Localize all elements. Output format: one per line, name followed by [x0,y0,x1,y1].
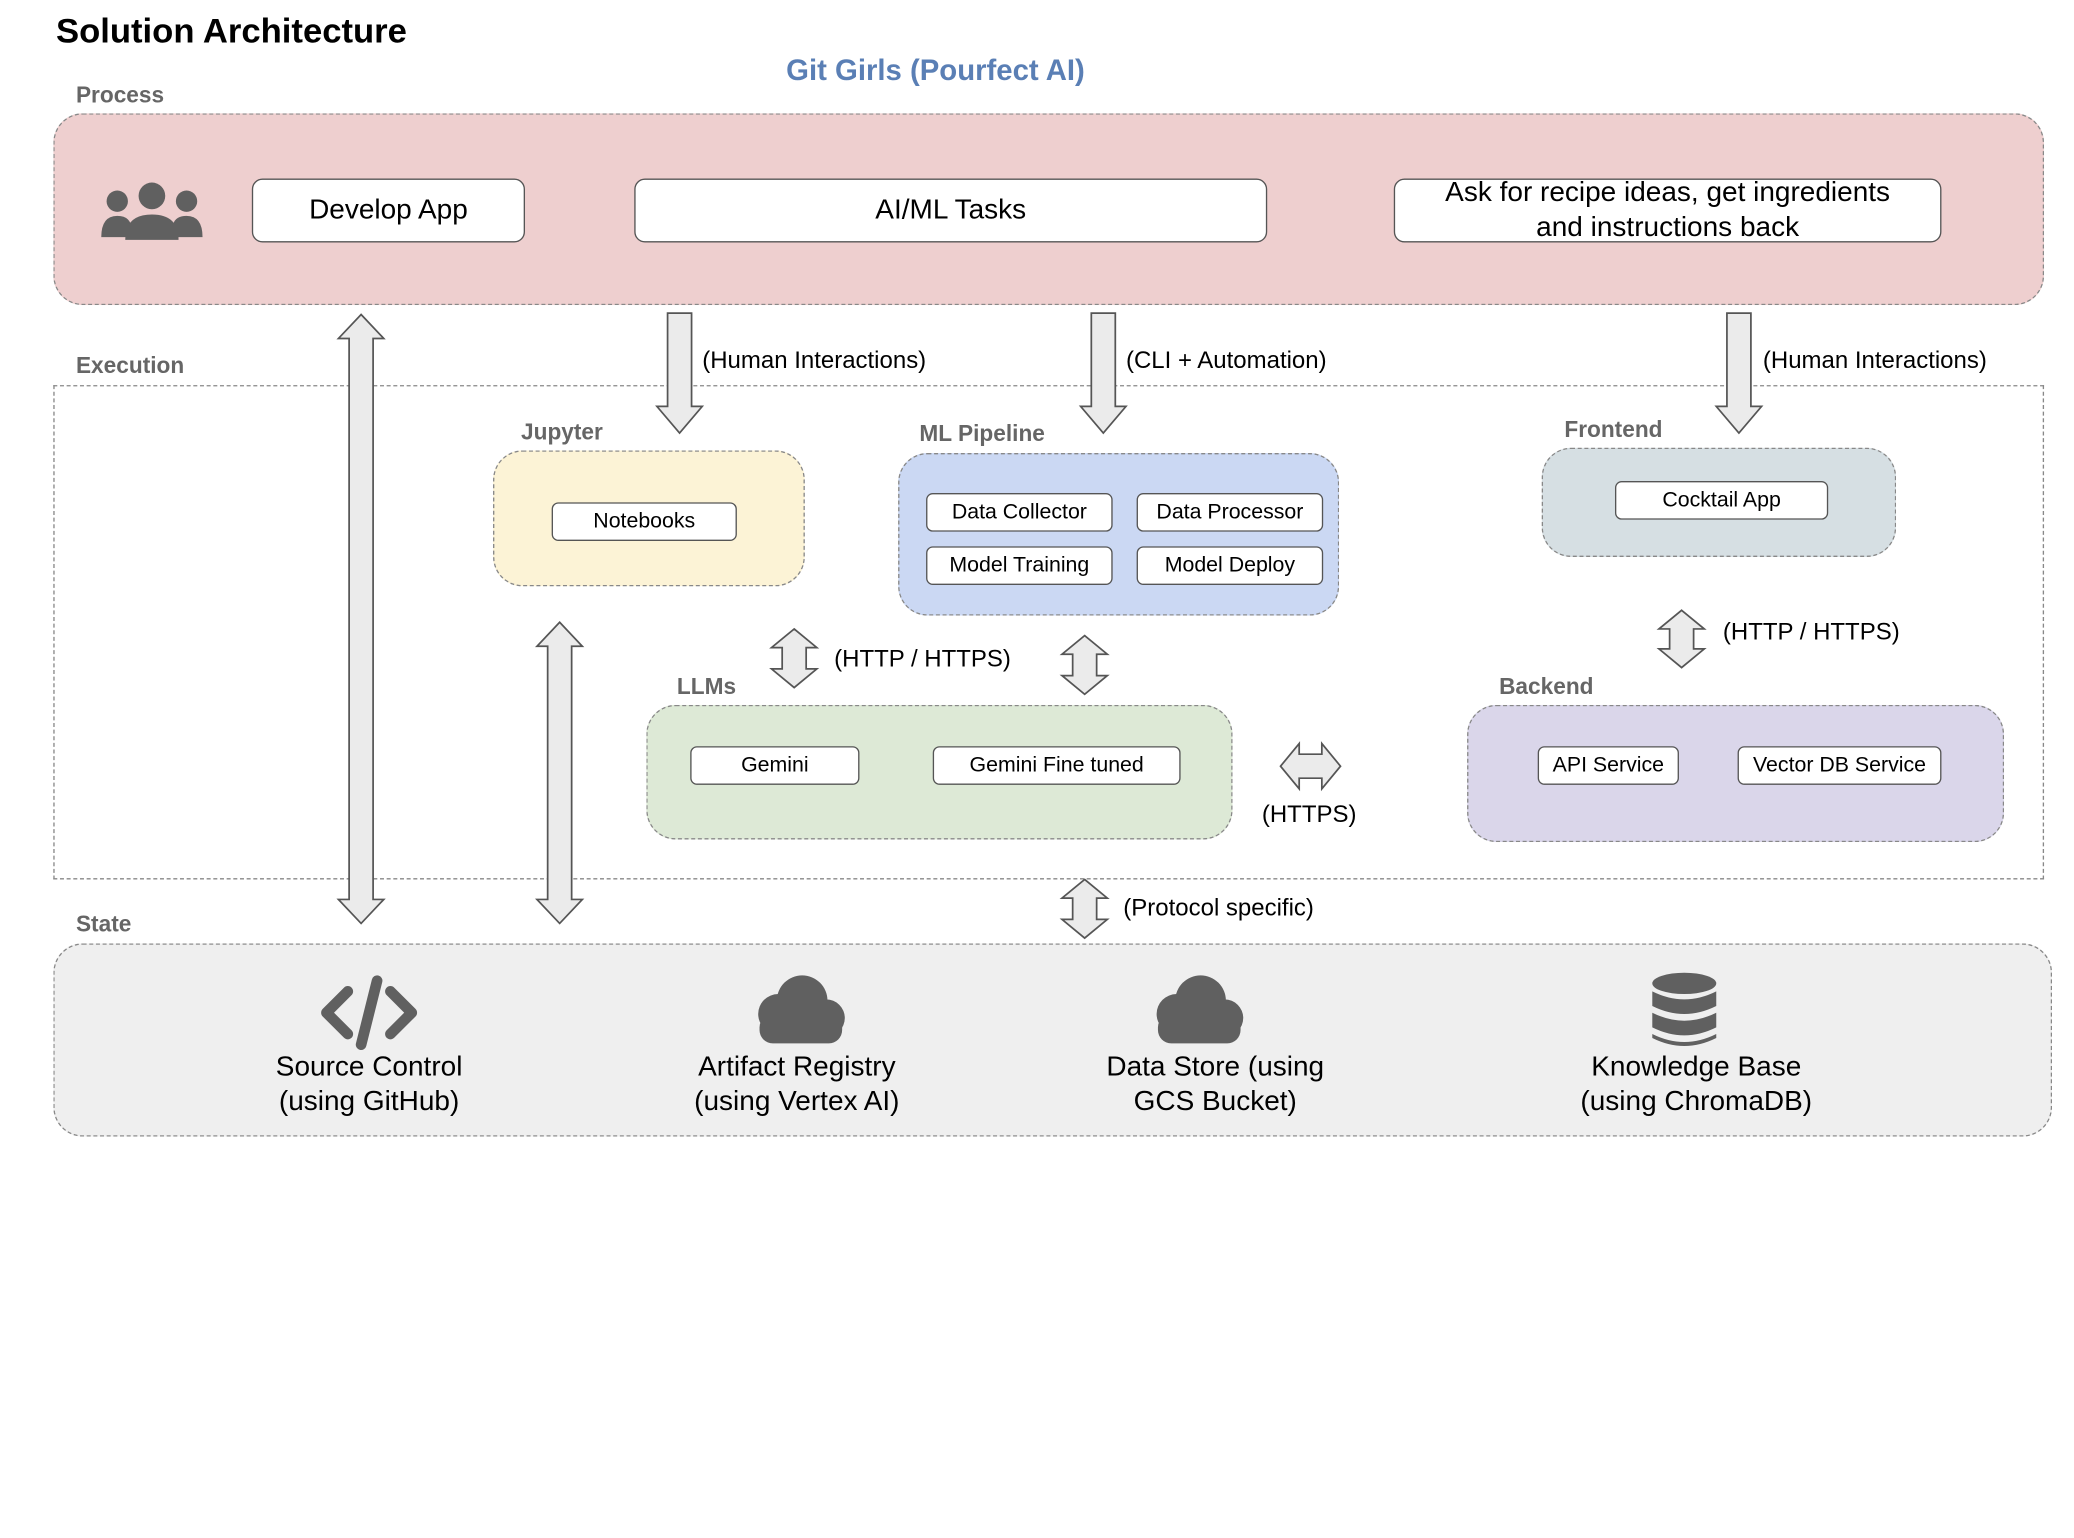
state-lane [53,943,2053,1137]
cloud-icon [758,975,845,1044]
diagram-title: Solution Architecture [55,10,407,51]
label-human-interactions-left: (Human Interactions) [702,346,927,374]
vector-db-service-box: Vector DB Service [1737,746,1942,785]
group-label-llms: LLMs [676,674,737,700]
label-http-https-backend: (HTTP / HTTPS) [1722,618,1900,645]
source-control-label: Source Control (using GitHub) [275,1051,463,1117]
group-label-ml-pipeline: ML Pipeline [919,421,1045,447]
double-arrow-llms-backend [1279,741,1342,792]
double-arrow-source-control [336,313,386,925]
group-label-frontend: Frontend [1564,417,1663,443]
model-training-box: Model Training [926,546,1113,585]
label-cli-automation: (CLI + Automation) [1125,346,1327,374]
label-http-https-llms: (HTTP / HTTPS) [834,644,1011,672]
model-deploy-box: Model Deploy [1136,546,1324,585]
lane-label-process: Process [75,82,165,108]
ml-pipeline-group [898,453,1340,616]
lane-label-state: State [75,911,132,937]
code-icon [321,975,418,1051]
arrows-layer [336,312,1764,940]
label-https: (HTTPS) [1261,800,1357,828]
diagram-subtitle: Git Girls (Pourfect AI) [786,53,1085,87]
aiml-tasks-box: AI/ML Tasks [634,178,1268,243]
label-human-interactions-right: (Human Interactions) [1762,346,1987,374]
api-service-box: API Service [1537,746,1679,785]
knowledge-base-label: Knowledge Base (using ChromaDB) [1580,1051,1813,1117]
double-arrow-frontend-backend [1656,609,1707,669]
lane-label-execution: Execution [75,353,185,379]
down-arrow-aiml [1078,312,1128,435]
develop-app-box: Develop App [251,178,526,243]
database-icon [1652,972,1717,1047]
gemini-fine-tuned-box: Gemini Fine tuned [932,746,1181,785]
double-arrow-jupyter-llms [769,627,820,689]
notebooks-box: Notebooks [551,502,737,541]
gemini-box: Gemini [690,746,860,785]
down-arrow-recipe [1714,312,1764,435]
execution-lane [53,385,2045,880]
double-arrow-jupyter-state [534,621,585,925]
artifact-registry-label: Artifact Registry (using Vertex AI) [694,1051,900,1117]
data-collector-box: Data Collector [926,493,1113,532]
down-arrow-develop [655,312,705,435]
group-label-backend: Backend [1499,674,1594,700]
double-arrow-execution-state [1059,878,1110,940]
double-arrow-pipeline-llms [1059,634,1110,696]
cloud-icon [1156,975,1244,1044]
recipe-ideas-box: Ask for recipe ideas, get ingredients an… [1393,177,1942,243]
cocktail-app-box: Cocktail App [1614,481,1829,520]
data-store-label: Data Store (using GCS Bucket) [1106,1051,1325,1117]
group-label-jupyter: Jupyter [521,419,603,446]
users-icon [101,182,203,240]
label-protocol-specific: (Protocol specific) [1123,894,1314,921]
data-processor-box: Data Processor [1136,493,1324,532]
